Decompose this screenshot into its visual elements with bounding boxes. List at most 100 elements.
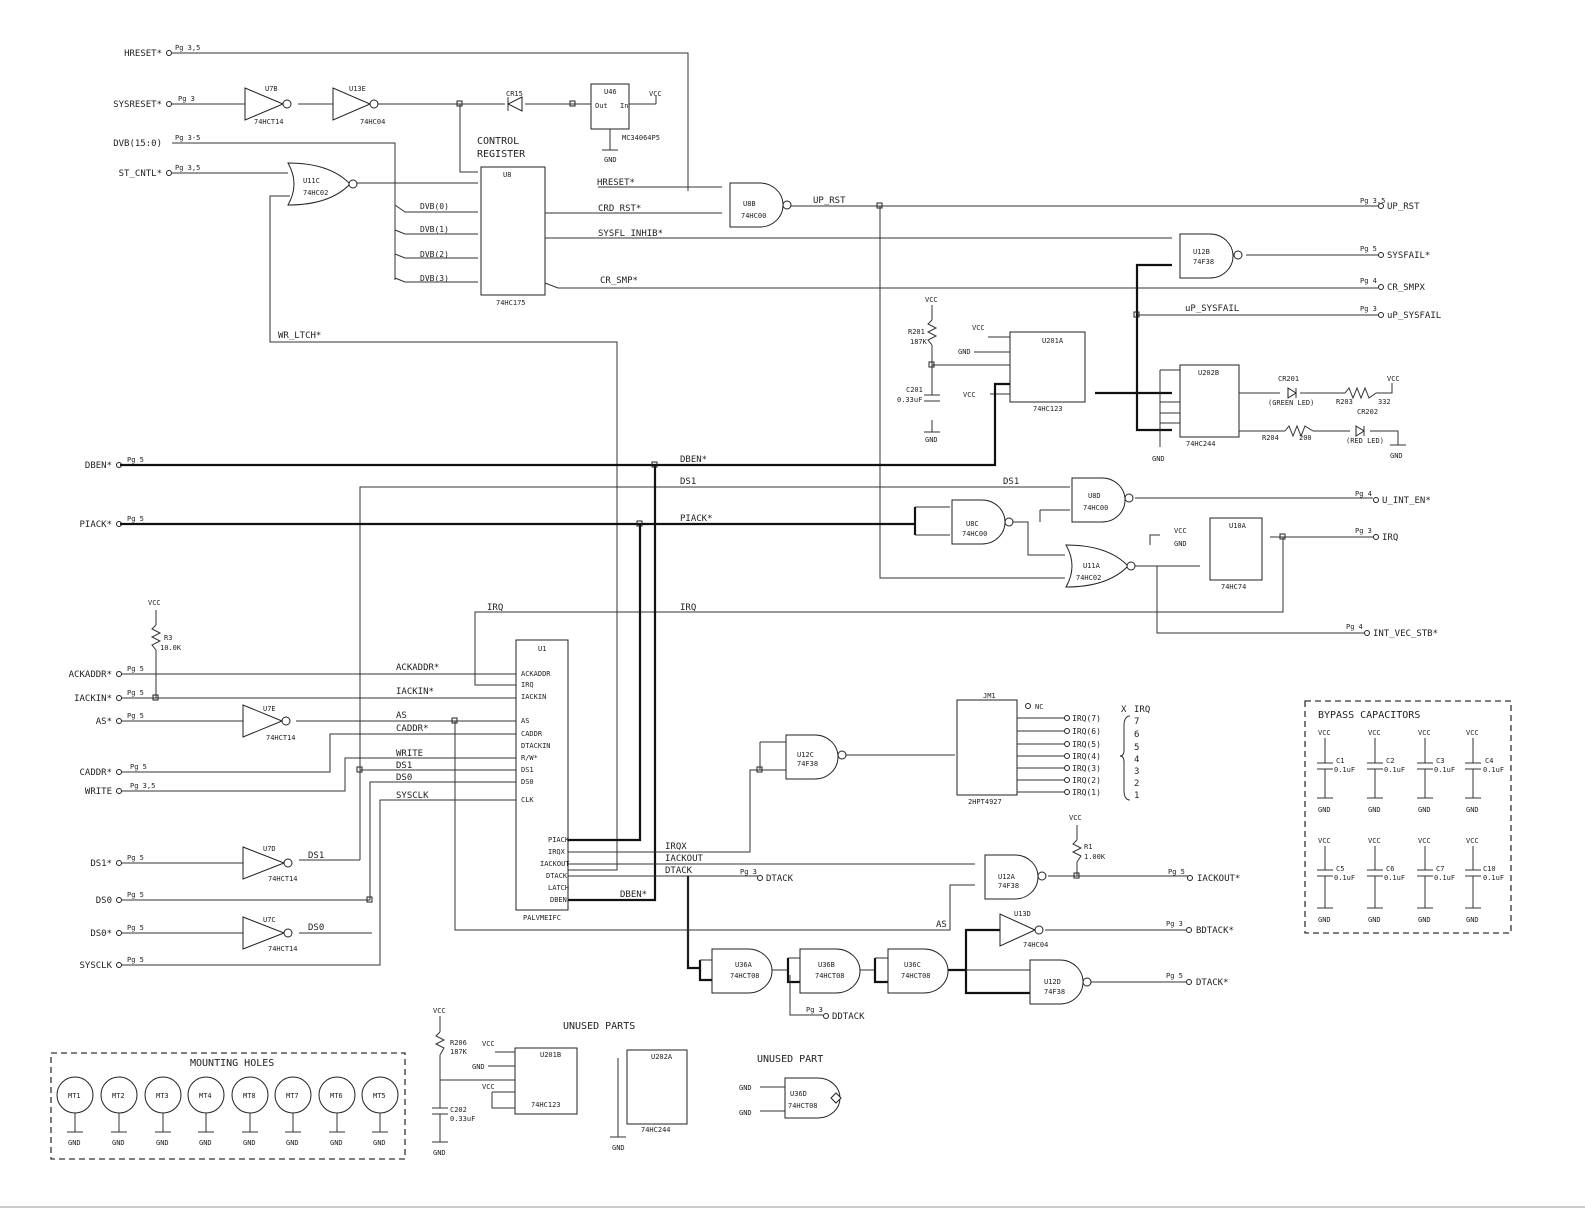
svg-text:U201B: U201B (540, 1051, 561, 1059)
gate-u8c: U8C 74HC00 (951, 499, 1014, 545)
svg-text:MT2: MT2 (112, 1092, 125, 1100)
svg-text:Pg 3: Pg 3 (740, 868, 757, 876)
gate-u7e: U7E 74HCT14 (242, 704, 296, 742)
svg-text:Pg 5: Pg 5 (127, 665, 144, 673)
svg-text:Pg 3,5: Pg 3,5 (1360, 197, 1385, 205)
svg-text:10.0K: 10.0K (160, 644, 182, 652)
svg-text:Pg 5: Pg 5 (1166, 972, 1183, 980)
svg-text:WRITE: WRITE (396, 749, 423, 759)
unused-parts-section: UNUSED PARTS VCC R206 187K C202 0.33uF G… (432, 1007, 842, 1157)
svg-text:74HC123: 74HC123 (1033, 405, 1063, 413)
gate-u12d: U12D 74F38 (1029, 959, 1092, 1005)
svg-text:R3: R3 (164, 634, 172, 642)
svg-text:PIACK*: PIACK* (680, 514, 713, 524)
svg-text:HRESET*: HRESET* (124, 49, 162, 59)
svg-text:74HCT08: 74HCT08 (788, 1102, 818, 1110)
svg-text:VCC: VCC (1318, 729, 1331, 737)
svg-text:DTACK*: DTACK* (1196, 978, 1229, 988)
svg-text:U10A: U10A (1229, 522, 1247, 530)
svg-text:U1: U1 (538, 645, 546, 653)
svg-text:ACKADDR*: ACKADDR* (69, 670, 112, 680)
svg-text:R201: R201 (908, 328, 925, 336)
svg-text:ST_CNTL*: ST_CNTL* (119, 169, 162, 179)
svg-text:DS1: DS1 (1003, 477, 1019, 487)
svg-text:UP_RST: UP_RST (1387, 202, 1420, 212)
svg-text:74HC123: 74HC123 (531, 1101, 561, 1109)
svg-text:AS: AS (936, 920, 947, 930)
svg-text:U7C: U7C (263, 916, 276, 924)
svg-text:U12C: U12C (797, 751, 814, 759)
net-labels: HRESET* CRD_RST* SYSFL_INHIB* CR_SMP* UP… (278, 178, 1239, 933)
svg-text:C2: C2 (1386, 757, 1394, 765)
svg-text:GND: GND (1174, 540, 1187, 548)
svg-text:U8D: U8D (1088, 492, 1101, 500)
port-caddr: CADDR* Pg 5 (79, 763, 146, 778)
svg-text:74HCT14: 74HCT14 (254, 118, 284, 126)
svg-text:AS: AS (521, 717, 529, 725)
svg-text:DTACK: DTACK (665, 866, 693, 876)
svg-text:C10: C10 (1483, 865, 1496, 873)
svg-text:3: 3 (1134, 767, 1139, 777)
svg-text:Pg 4: Pg 4 (1346, 623, 1363, 631)
gate-u13e: U13E 74HC04 (332, 85, 385, 126)
svg-text:MOUNTING HOLES: MOUNTING HOLES (190, 1058, 274, 1069)
gate-u8b: U8B 74HC00 (729, 182, 792, 228)
svg-text:CR15: CR15 (506, 90, 523, 98)
svg-text:VCC: VCC (1466, 729, 1479, 737)
port-ddtack: Pg 3 DDTACK (806, 1006, 865, 1022)
svg-text:In: In (620, 102, 628, 110)
svg-text:GND: GND (1466, 916, 1479, 924)
svg-text:VCC: VCC (1174, 527, 1187, 535)
port-hreset: HRESET* Pg 3,5 (124, 44, 200, 59)
svg-text:Pg 4: Pg 4 (1355, 490, 1372, 498)
svg-text:VCC: VCC (1387, 375, 1400, 383)
svg-text:187K: 187K (450, 1048, 468, 1056)
svg-text:DTACK: DTACK (546, 872, 568, 880)
svg-text:MT6: MT6 (330, 1092, 343, 1100)
svg-text:U8B: U8B (743, 200, 756, 208)
svg-text:CR_SMPX: CR_SMPX (1387, 283, 1426, 293)
port-cr-smpx: Pg 4 CR_SMPX (1360, 277, 1426, 293)
port-up-rst: Pg 3,5 UP_RST (1360, 197, 1420, 212)
svg-text:DS0*: DS0* (90, 929, 112, 939)
svg-text:UP_RST: UP_RST (813, 196, 846, 206)
svg-text:INT_VEC_STB*: INT_VEC_STB* (1373, 629, 1438, 639)
gate-u7c: U7C 74HCT14 (242, 916, 298, 953)
port-write: WRITE Pg 3,5 (85, 782, 155, 797)
svg-text:SYSFAIL*: SYSFAIL* (1387, 251, 1430, 261)
svg-text:IRQ: IRQ (487, 603, 503, 613)
svg-text:R204: R204 (1262, 434, 1279, 442)
svg-text:DBEN*: DBEN* (620, 890, 647, 900)
svg-text:0.1uF: 0.1uF (1384, 766, 1405, 774)
svg-text:DS1: DS1 (521, 766, 534, 774)
port-dben: DBEN* Pg 5 (85, 456, 144, 471)
svg-text:U7E: U7E (263, 705, 276, 713)
svg-text:0.1uF: 0.1uF (1384, 874, 1405, 882)
svg-text:X: X (1121, 705, 1127, 715)
svg-text:C6: C6 (1386, 865, 1394, 873)
resistor-r3: VCC R3 10.0K (148, 599, 182, 652)
svg-text:IACKIN*: IACKIN* (396, 687, 434, 697)
svg-text:DS1: DS1 (680, 477, 696, 487)
svg-text:74HC00: 74HC00 (962, 530, 987, 538)
svg-text:GND: GND (1152, 455, 1165, 463)
gate-u7d: U7D 74HCT14 (242, 845, 298, 883)
irq-output-list: IRQ(7) IRQ(6) IRQ(5) IRQ(4) IRQ(3) IRQ(2… (1017, 714, 1101, 797)
svg-text:PIACK*: PIACK* (79, 520, 112, 530)
svg-text:PIACK: PIACK (548, 836, 570, 844)
svg-text:DVB(2): DVB(2) (420, 250, 449, 259)
svg-text:U8: U8 (503, 171, 511, 179)
port-iackout: Pg 5 IACKOUT* (1168, 868, 1240, 884)
control-register-title: CONTROL REGISTER (477, 136, 526, 160)
svg-text:2: 2 (1134, 779, 1139, 789)
svg-text:74HC02: 74HC02 (1076, 574, 1101, 582)
port-ds0: DS0 Pg 5 (96, 891, 144, 906)
svg-text:0.1uF: 0.1uF (1434, 874, 1455, 882)
